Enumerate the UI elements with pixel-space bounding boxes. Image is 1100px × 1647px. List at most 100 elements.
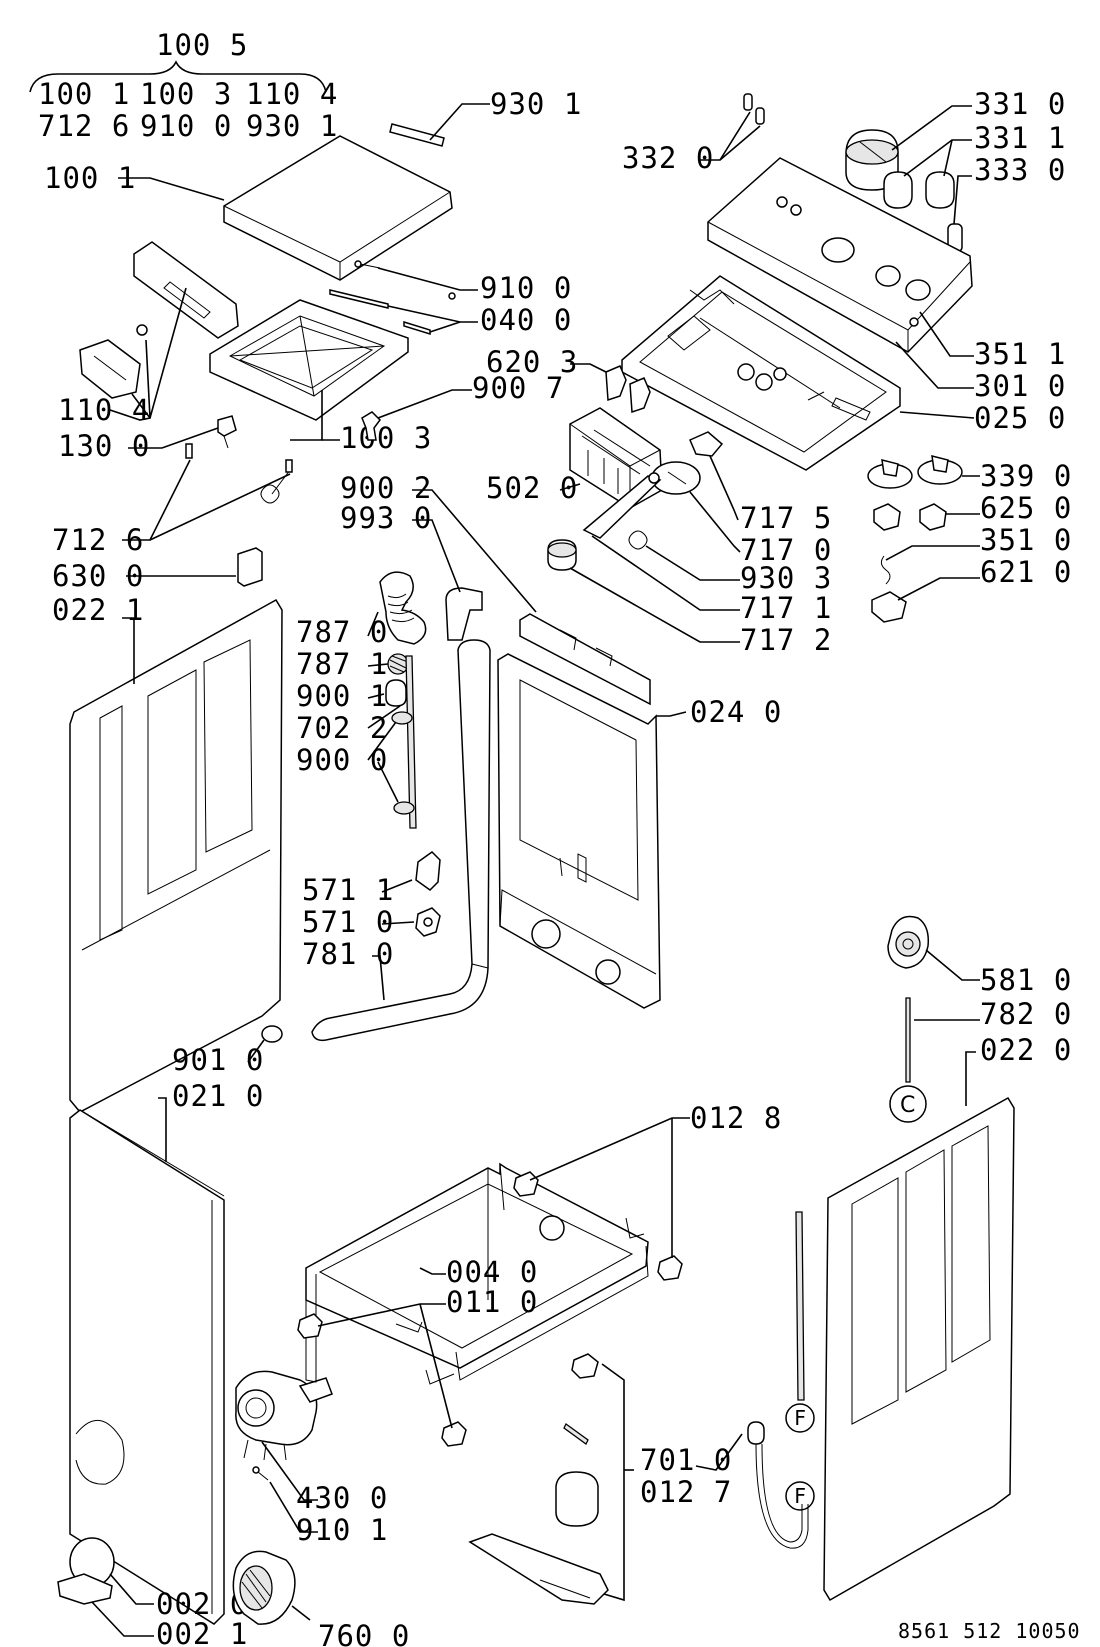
part-351-1-trim: 351 1 — [919, 311, 1066, 371]
part-781-0-drain-hose: 781 0 — [302, 937, 393, 1001]
part-333-0-light: 333 0 — [947, 153, 1066, 253]
label-130-0: 130 0 — [58, 429, 150, 463]
part-022-0-side-panel: 022 0 — [823, 1033, 1072, 1602]
part-993-0-hose-elbow: 993 0 — [340, 501, 483, 641]
part-130-0-lock: 130 0 — [58, 415, 237, 463]
label-022-0: 022 0 — [980, 1033, 1072, 1067]
part-024-0-rear-panel: 024 0 — [497, 613, 782, 1009]
svg-text:F: F — [794, 1484, 807, 1508]
label-717-2: 717 2 — [740, 623, 832, 657]
part-339-0-caps: 339 0 — [867, 455, 1072, 493]
label-571-1: 571 1 — [302, 873, 394, 907]
label-712-6: 712 6 — [52, 523, 144, 557]
label-332-0: 332 0 — [622, 141, 714, 175]
label-012-7: 012 7 — [640, 1475, 732, 1509]
part-910-0-screw: 910 0 — [354, 260, 572, 305]
label-760-0: 760 0 — [318, 1619, 410, 1647]
part-717-0-cover: 717 0 — [651, 461, 832, 567]
part-100-3-frame: 100 3 — [209, 299, 432, 455]
part-787-0-bellows: 787 0 — [296, 571, 427, 649]
svg-text:C: C — [900, 1093, 915, 1118]
part-110-4-handle: 110 4 — [58, 241, 239, 427]
label-782-0: 782 0 — [980, 997, 1072, 1031]
assembly-group-100-5: 100 5 100 1 100 3 110 4 712 6 910 0 930 … — [29, 28, 338, 143]
label-702-2: 702 2 — [296, 711, 388, 745]
document-code: 8561 512 10050 — [898, 1619, 1081, 1643]
label-900-0: 900 0 — [296, 743, 388, 777]
label-787-1: 787 1 — [296, 647, 388, 681]
label-025-0: 025 0 — [974, 401, 1066, 435]
part-717-2-sensor: 717 2 — [547, 539, 832, 657]
label-930-1: 930 1 — [490, 87, 582, 121]
label-100-3: 100 3 — [340, 421, 432, 455]
part-012-7-kit: 701 0 012 7 — [468, 1353, 743, 1605]
label-110-4-a: 110 4 — [246, 77, 338, 111]
part-717-1-bracket: 717 1 — [582, 472, 832, 625]
label-900-7: 900 7 — [472, 371, 564, 405]
label-621-0: 621 0 — [980, 555, 1072, 589]
part-900-2-clamp: 900 2 — [340, 471, 537, 613]
label-930-3: 930 3 — [740, 561, 832, 595]
label-910-1: 910 1 — [296, 1513, 388, 1547]
label-717-0: 717 0 — [740, 533, 832, 567]
label-100-1: 100 1 — [44, 161, 136, 195]
part-025-0-dispenser-panel: 025 0 — [621, 275, 1066, 471]
label-301-0: 301 0 — [974, 369, 1066, 403]
part-430-0-pump: 430 0 — [235, 1370, 388, 1515]
label-100-1-a: 100 1 — [38, 77, 130, 111]
part-630-0-block: 630 0 — [52, 547, 263, 593]
part-620-3-switches: 620 3 — [486, 345, 651, 414]
label-331-1: 331 1 — [974, 121, 1066, 155]
part-004-0-base-frame: 004 0 — [305, 1162, 649, 1385]
part-930-3-spring: 930 3 — [628, 530, 832, 595]
part-900-0-clamps: 900 0 — [296, 711, 415, 815]
part-002-0-door: 002 0 — [69, 1537, 248, 1621]
part-100-1-lid: 100 1 — [44, 135, 453, 281]
label-100-3-a: 100 3 — [140, 77, 232, 111]
label-351-1: 351 1 — [974, 337, 1066, 371]
label-625-0: 625 0 — [980, 491, 1072, 525]
part-900-7-clip: 900 7 — [361, 371, 564, 441]
label-021-0: 021 0 — [172, 1079, 264, 1113]
part-900-1-clamp: 900 1 — [296, 679, 407, 713]
label-701-0-kit: 701 0 — [640, 1443, 732, 1477]
label-571-0: 571 0 — [302, 905, 394, 939]
part-040-0-hinge-rod: 040 0 — [329, 289, 571, 337]
part-022-1-side-panel: 022 1 — [52, 593, 283, 1113]
part-012-8-feet: 012 8 — [513, 1101, 782, 1281]
label-022-1: 022 1 — [52, 593, 144, 627]
label-351-0: 351 0 — [980, 523, 1072, 557]
label-430-0: 430 0 — [296, 1481, 388, 1515]
part-760-0-filter: 760 0 — [232, 1550, 410, 1647]
label-002-1: 002 1 — [156, 1617, 248, 1647]
part-331-1-knobs: 331 1 — [883, 121, 1066, 209]
label-002-0: 002 0 — [156, 1587, 248, 1621]
label-502-0: 502 0 — [486, 471, 578, 505]
label-620-3: 620 3 — [486, 345, 578, 379]
part-002-1-hinge: 002 1 — [57, 1573, 248, 1647]
part-301-0-console: 301 0 — [707, 157, 1066, 403]
part-782-0-rod: C 782 0 — [889, 997, 1072, 1123]
label-024-0: 024 0 — [690, 695, 782, 729]
label-901-0: 901 0 — [172, 1043, 264, 1077]
label-339-0: 339 0 — [980, 459, 1072, 493]
label-910-0: 910 0 — [480, 271, 572, 305]
label-787-0: 787 0 — [296, 615, 388, 649]
label-717-5: 717 5 — [740, 501, 832, 535]
label-333-0: 333 0 — [974, 153, 1066, 187]
label-011-0: 011 0 — [446, 1285, 538, 1319]
label-900-1: 900 1 — [296, 679, 388, 713]
part-901-0-cap: 901 0 — [172, 1025, 283, 1077]
part-hose-main — [311, 639, 491, 1042]
part-910-1-screw: 910 1 — [252, 1466, 388, 1547]
part-351-0-cable: 351 0 — [880, 523, 1072, 585]
part-702-2-tube: 702 2 — [296, 655, 417, 829]
part-717-5-clip: 717 5 — [689, 431, 832, 535]
part-021-0-front-panel: 021 0 — [69, 1079, 264, 1625]
label-012-8: 012 8 — [690, 1101, 782, 1135]
label-331-0: 331 0 — [974, 87, 1066, 121]
label-630-0: 630 0 — [52, 559, 144, 593]
label-717-1: 717 1 — [740, 591, 832, 625]
part-571-0-valve: 571 0 — [302, 905, 441, 939]
